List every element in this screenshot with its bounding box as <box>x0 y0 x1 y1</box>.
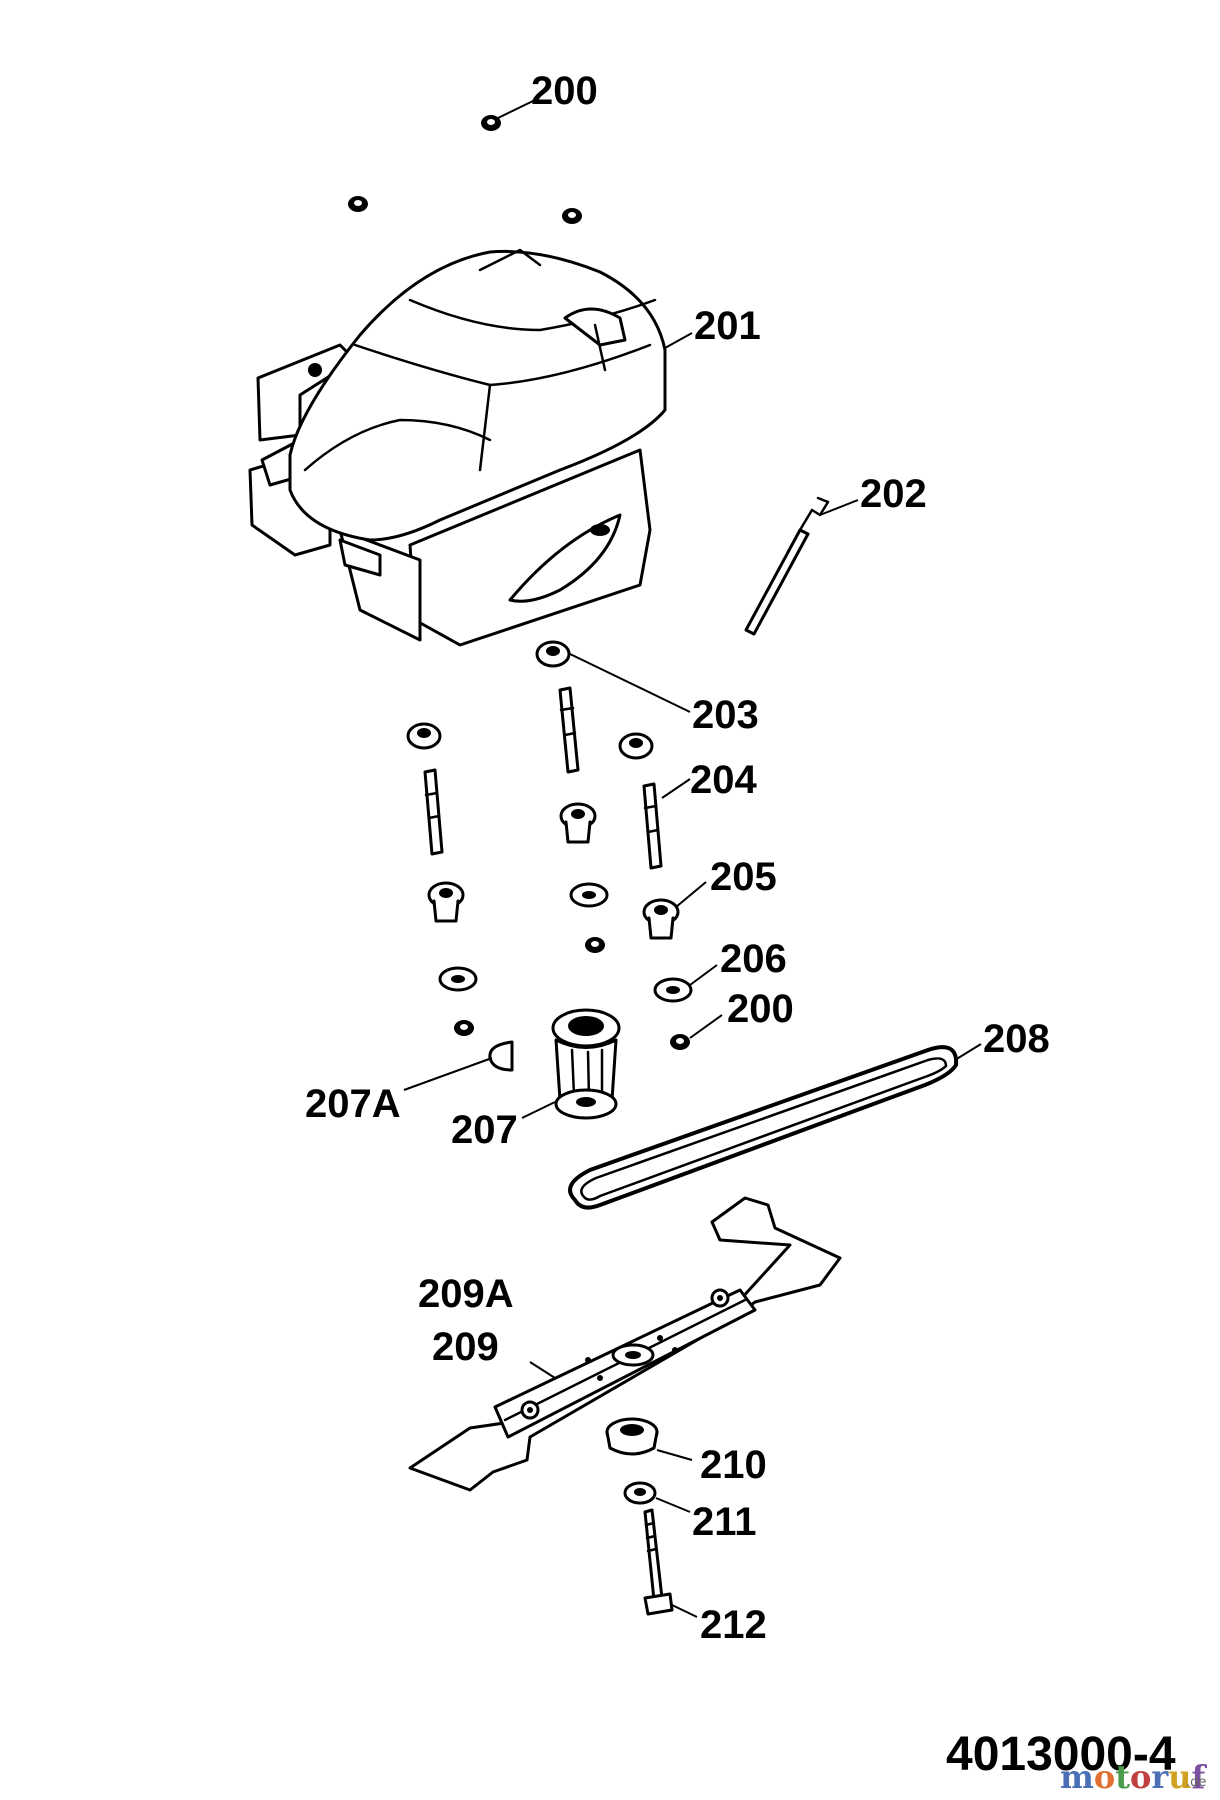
label-206: 206 <box>720 937 787 981</box>
label-200-lower: 200 <box>727 987 794 1031</box>
part-204-stud-right <box>642 782 663 870</box>
svg-text:.de: .de <box>1186 1775 1206 1790</box>
part-204-stud-left <box>423 768 444 856</box>
label-208: 208 <box>983 1017 1050 1061</box>
part-211-washer <box>623 1481 657 1505</box>
part-200-nut-top <box>481 115 501 131</box>
label-200-top: 200 <box>531 69 598 113</box>
svg-text:motoruf: motoruf <box>1060 1758 1207 1796</box>
part-202-dipstick <box>744 496 830 636</box>
part-200-nut-lower-center <box>585 937 605 953</box>
part-206-washer-center <box>569 882 609 908</box>
part-207a-key <box>488 1040 514 1072</box>
part-205-bushing-center <box>559 802 597 844</box>
part-206-washer-right <box>653 977 693 1003</box>
label-201: 201 <box>694 304 761 348</box>
label-207a: 207A <box>305 1082 401 1126</box>
label-207: 207 <box>451 1108 518 1152</box>
part-212-blade-bolt <box>643 1508 674 1616</box>
label-211: 211 <box>692 1500 757 1544</box>
part-200-nut-lower-left <box>454 1020 474 1036</box>
part-203-spacer-left <box>406 722 442 750</box>
label-202: 202 <box>860 472 927 516</box>
part-205-bushing-left <box>427 881 465 923</box>
part-210-blade-retainer <box>605 1417 659 1456</box>
label-203: 203 <box>692 693 759 737</box>
label-205: 205 <box>710 855 777 899</box>
part-207-blade-adapter <box>551 1008 621 1120</box>
part-204-stud-center <box>558 686 580 774</box>
part-208-v-belt <box>568 1045 959 1210</box>
part-209-blade <box>408 1196 842 1492</box>
part-201-engine <box>248 248 667 647</box>
part-200-nut-lower-right <box>670 1034 690 1050</box>
label-204: 204 <box>690 758 757 802</box>
leader-lines <box>403 99 982 1618</box>
part-205-bushing-right <box>642 898 680 940</box>
part-200-nut-right <box>562 208 582 224</box>
label-210: 210 <box>700 1443 767 1487</box>
label-209a: 209A <box>418 1272 514 1316</box>
label-212: 212 <box>700 1603 767 1647</box>
drawing-number: 4013000-4 <box>946 1728 1176 1781</box>
part-203-spacer-right <box>618 732 654 760</box>
part-203-spacer-top <box>535 640 571 668</box>
part-200-nut-left <box>348 196 368 212</box>
part-206-washer-left <box>438 966 478 992</box>
watermark-logo: motoruf .de <box>1060 1758 1207 1796</box>
label-209: 209 <box>432 1325 499 1369</box>
